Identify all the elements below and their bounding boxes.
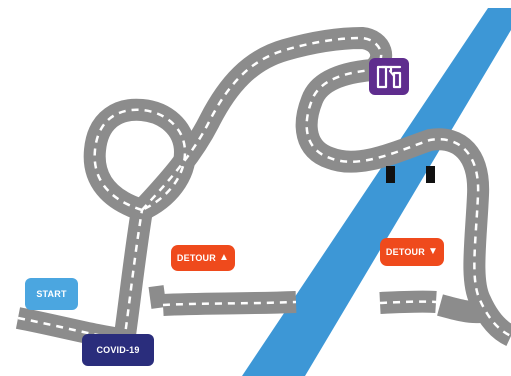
start-text: START	[36, 289, 66, 299]
road-bridge-right-stub	[440, 305, 480, 312]
detour-up-text: DETOUR	[177, 253, 216, 263]
tunnel-post-left	[386, 166, 395, 183]
tunnel-post-right	[426, 166, 435, 183]
arrow-up-icon: ▲	[219, 253, 229, 263]
checkpoint-badge	[369, 58, 409, 95]
covid-label: COVID-19	[82, 334, 154, 366]
covid-text: COVID-19	[96, 345, 139, 355]
arrow-down-icon: ▼	[428, 247, 438, 257]
detour-up-sign: DETOUR ▲	[171, 245, 235, 271]
road-bridge-left-stub	[150, 296, 165, 298]
start-label: START	[25, 278, 78, 310]
detour-down-text: DETOUR	[386, 247, 425, 257]
border-barrier-icon	[369, 58, 409, 95]
detour-down-sign: DETOUR ▼	[380, 238, 444, 266]
